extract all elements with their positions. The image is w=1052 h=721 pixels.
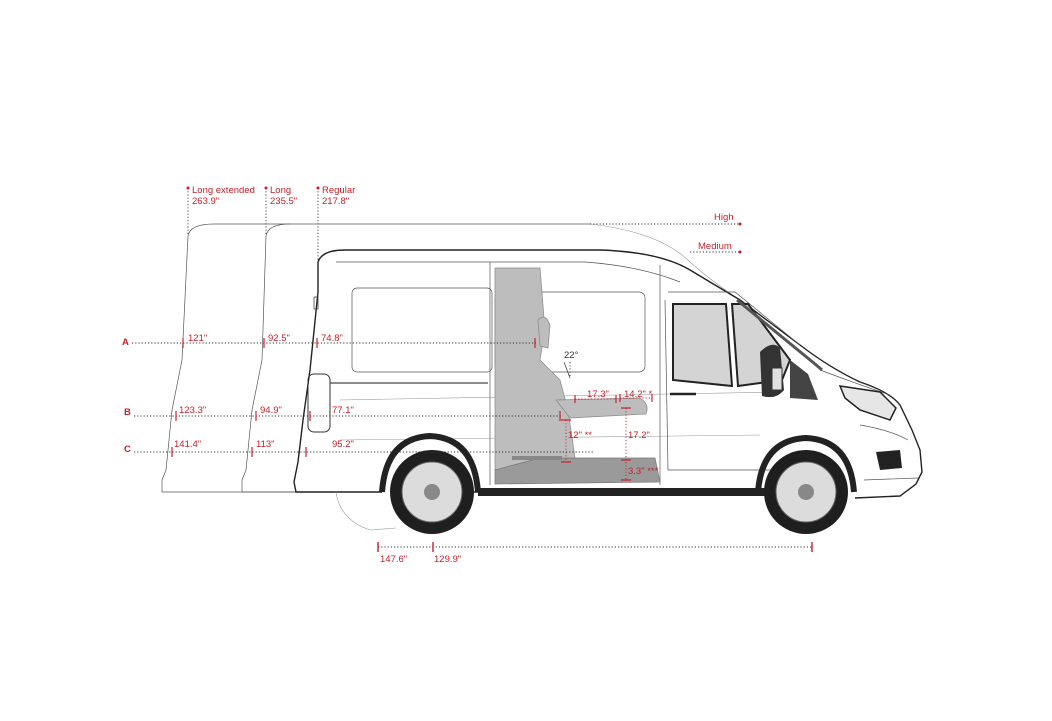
long-wheelbase-ghost-arc [335, 491, 397, 531]
row-c-long: 113" [256, 439, 275, 450]
regular-label: Regular [322, 185, 355, 196]
long-extended-value: 263.9" [192, 196, 219, 207]
wheelbase-long: 147.6" [380, 554, 407, 565]
row-a-long: 92.5" [268, 333, 290, 344]
high-label: High [714, 212, 734, 223]
row-c-long-extended: 141.4" [174, 439, 201, 450]
seat-floor-step: 3.3" *** [628, 466, 659, 477]
row-c-label: C [124, 444, 131, 455]
long-extended-label: Long extended [192, 185, 255, 196]
seat-depth: 17.3" [587, 389, 609, 400]
row-c-regular: 95.2" [332, 439, 354, 450]
row-b-regular: 77.1" [332, 405, 354, 416]
seat-front-clearance: 14.2" * [624, 389, 653, 400]
rear-wheel [379, 432, 481, 534]
seat-dimension-lines [561, 361, 653, 481]
long-label: Long [270, 185, 291, 196]
row-b-long-extended: 123.3" [179, 405, 206, 416]
regular-value: 217.8" [322, 196, 349, 207]
seat-floor-height: 17.2" [628, 430, 650, 441]
row-b-long: 94.9" [260, 405, 282, 416]
long-value: 235.5" [270, 196, 297, 207]
medium-label: Medium [698, 241, 732, 252]
seat-angle: 22° [564, 350, 579, 361]
row-a-regular: 74.8" [321, 333, 343, 344]
interior-seat [494, 267, 661, 485]
high-roof-outline [589, 223, 741, 301]
row-a-long-extended: 121" [188, 333, 207, 344]
wheelbase-dimension [377, 542, 813, 552]
front-wheel [755, 434, 857, 534]
row-b-label: B [124, 407, 131, 418]
seat-height: 12" ** [568, 430, 592, 441]
row-a-label: A [122, 337, 129, 348]
wheelbase-regular: 129.9" [434, 554, 461, 565]
long-extended-outline [161, 223, 590, 493]
long-outline [241, 223, 330, 493]
length-markers [186, 186, 320, 262]
